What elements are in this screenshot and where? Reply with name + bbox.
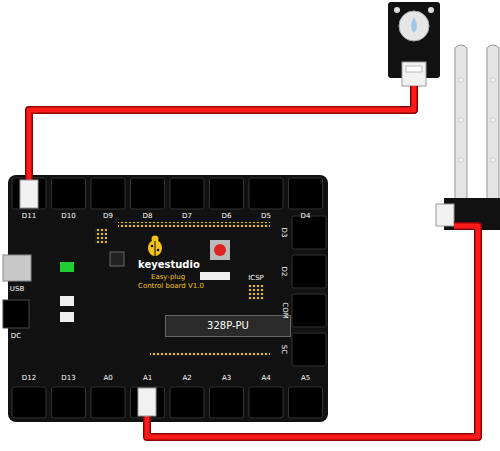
reset-button-cap — [214, 244, 226, 256]
port-label: D6 — [222, 213, 232, 220]
pin-header — [95, 228, 107, 244]
port-socket — [289, 178, 323, 209]
icsp-header — [248, 285, 264, 301]
port-label: A1 — [143, 375, 152, 382]
port-socket — [249, 387, 283, 418]
usb-connector — [3, 255, 31, 281]
port-socket — [292, 216, 326, 249]
port-socket — [210, 178, 244, 209]
port-label: A0 — [103, 375, 112, 382]
port-socket — [131, 387, 165, 418]
mcu-chip: 328P-PU — [165, 315, 291, 337]
port-socket — [292, 294, 326, 327]
port-socket — [249, 178, 283, 209]
port-label: D10 — [61, 213, 75, 220]
port-label: A4 — [261, 375, 270, 382]
control-board: keyestudioEasy-plugControl board V1.0 328… — [8, 175, 328, 422]
port-socket — [131, 178, 165, 209]
port-label: COM — [281, 302, 288, 318]
port-label: SC — [281, 344, 288, 353]
port-socket — [52, 387, 86, 418]
port-label: A2 — [182, 375, 191, 382]
reset-button — [210, 240, 230, 260]
board-label: ICSP — [248, 275, 264, 282]
board-version: Control board V1.0 — [138, 283, 204, 290]
board-label: DC — [11, 333, 21, 340]
capacitor — [60, 296, 74, 306]
port-label: D11 — [22, 213, 36, 220]
port-label: A3 — [222, 375, 231, 382]
port-socket — [292, 333, 326, 366]
port-label: D8 — [143, 213, 153, 220]
port-socket — [52, 178, 86, 209]
port-label: D5 — [261, 213, 271, 220]
port-label: D9 — [103, 213, 113, 220]
port-socket — [12, 178, 46, 209]
board-brand: keyestudio — [138, 260, 200, 270]
board-label: USB — [10, 286, 24, 293]
port-label: D13 — [61, 375, 75, 382]
port-socket — [12, 387, 46, 418]
port-socket — [289, 387, 323, 418]
port-label: D12 — [22, 375, 36, 382]
cables — [29, 86, 478, 437]
control-board — [8, 175, 328, 422]
port-socket — [170, 387, 204, 418]
port-socket — [91, 178, 125, 209]
port-socket — [292, 255, 326, 288]
cable-plug — [138, 388, 156, 416]
port-label: A5 — [301, 375, 310, 382]
port-label: D2 — [281, 266, 288, 276]
port-socket — [210, 387, 244, 418]
usb-chip — [110, 252, 124, 266]
port-sockets — [12, 178, 326, 418]
port-label: D3 — [281, 227, 288, 237]
board-model: Easy-plug — [151, 274, 185, 281]
port-socket — [91, 387, 125, 418]
capacitor — [60, 312, 74, 322]
port-label: D7 — [182, 213, 192, 220]
pin-header — [150, 352, 270, 357]
crystal — [200, 272, 230, 280]
cable-plug — [20, 180, 38, 208]
chip-label: 328P-PU — [166, 316, 290, 336]
port-label: D4 — [301, 213, 311, 220]
port-socket — [170, 178, 204, 209]
led — [60, 262, 74, 272]
soil-moisture-sensor — [436, 45, 500, 230]
pin-header — [190, 222, 270, 227]
ladybug-logo — [148, 236, 162, 257]
dc-jack — [3, 300, 29, 328]
water-sensor — [388, 2, 440, 86]
